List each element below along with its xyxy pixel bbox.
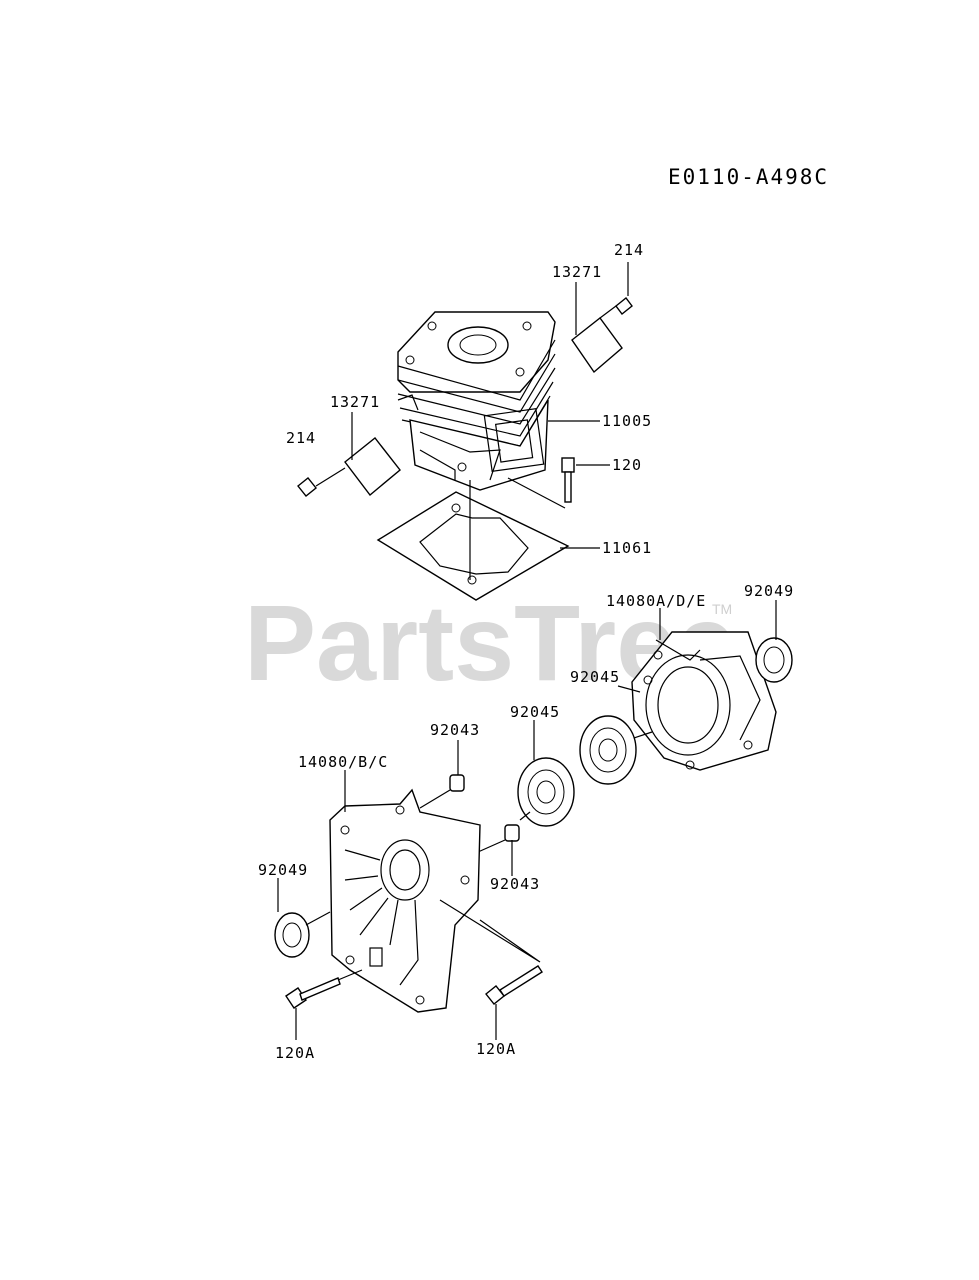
dowel-pin-92043-bottom[interactable] xyxy=(477,811,531,853)
callout-120a-right: 120A xyxy=(476,1040,516,1058)
gasket-11061[interactable] xyxy=(376,480,570,601)
crankcase-14080bc[interactable] xyxy=(329,788,481,1013)
cover-plate-13271-top[interactable] xyxy=(571,317,623,374)
crankcase-14080ade[interactable] xyxy=(631,631,777,771)
oil-seal-92049-left[interactable] xyxy=(274,911,331,958)
callout-92049-left: 92049 xyxy=(258,861,308,879)
cover-plate-13271-left[interactable] xyxy=(344,437,401,497)
callout-11061: 11061 xyxy=(602,539,652,557)
bolt-120[interactable] xyxy=(507,457,575,509)
callout-120a-left: 120A xyxy=(275,1044,315,1062)
callout-92043-top: 92043 xyxy=(430,721,480,739)
bolt-120a-left[interactable] xyxy=(285,969,363,1009)
callout-92043-bottom: 92043 xyxy=(490,875,540,893)
callout-92045-right: 92045 xyxy=(570,668,620,686)
callout-11005: 11005 xyxy=(602,412,652,430)
callout-13271-left: 13271 xyxy=(330,393,380,411)
screw-214-top[interactable] xyxy=(599,297,633,319)
screw-214-left[interactable] xyxy=(297,467,346,497)
bolt-120a-right[interactable] xyxy=(439,899,543,1005)
callout-92049-right: 92049 xyxy=(744,582,794,600)
callout-92045-mid: 92045 xyxy=(510,703,560,721)
callout-120: 120 xyxy=(612,456,642,474)
callout-13271-top: 13271 xyxy=(552,263,602,281)
cylinder-11005[interactable] xyxy=(397,311,556,491)
diagram-code: E0110-A498C xyxy=(668,165,829,189)
dowel-pin-92043-top[interactable] xyxy=(419,774,465,809)
oil-seal-92049-right[interactable] xyxy=(755,637,793,683)
callout-214-top: 214 xyxy=(614,241,644,259)
bearing-92045-right[interactable] xyxy=(579,715,653,785)
leader-lines xyxy=(277,262,777,1040)
callout-14080ade: 14080A/D/E xyxy=(606,592,706,610)
callout-214-left: 214 xyxy=(286,429,316,447)
callout-14080bc: 14080/B/C xyxy=(298,753,388,771)
bearing-92045-mid[interactable] xyxy=(517,757,575,827)
trademark: TM xyxy=(712,601,732,617)
